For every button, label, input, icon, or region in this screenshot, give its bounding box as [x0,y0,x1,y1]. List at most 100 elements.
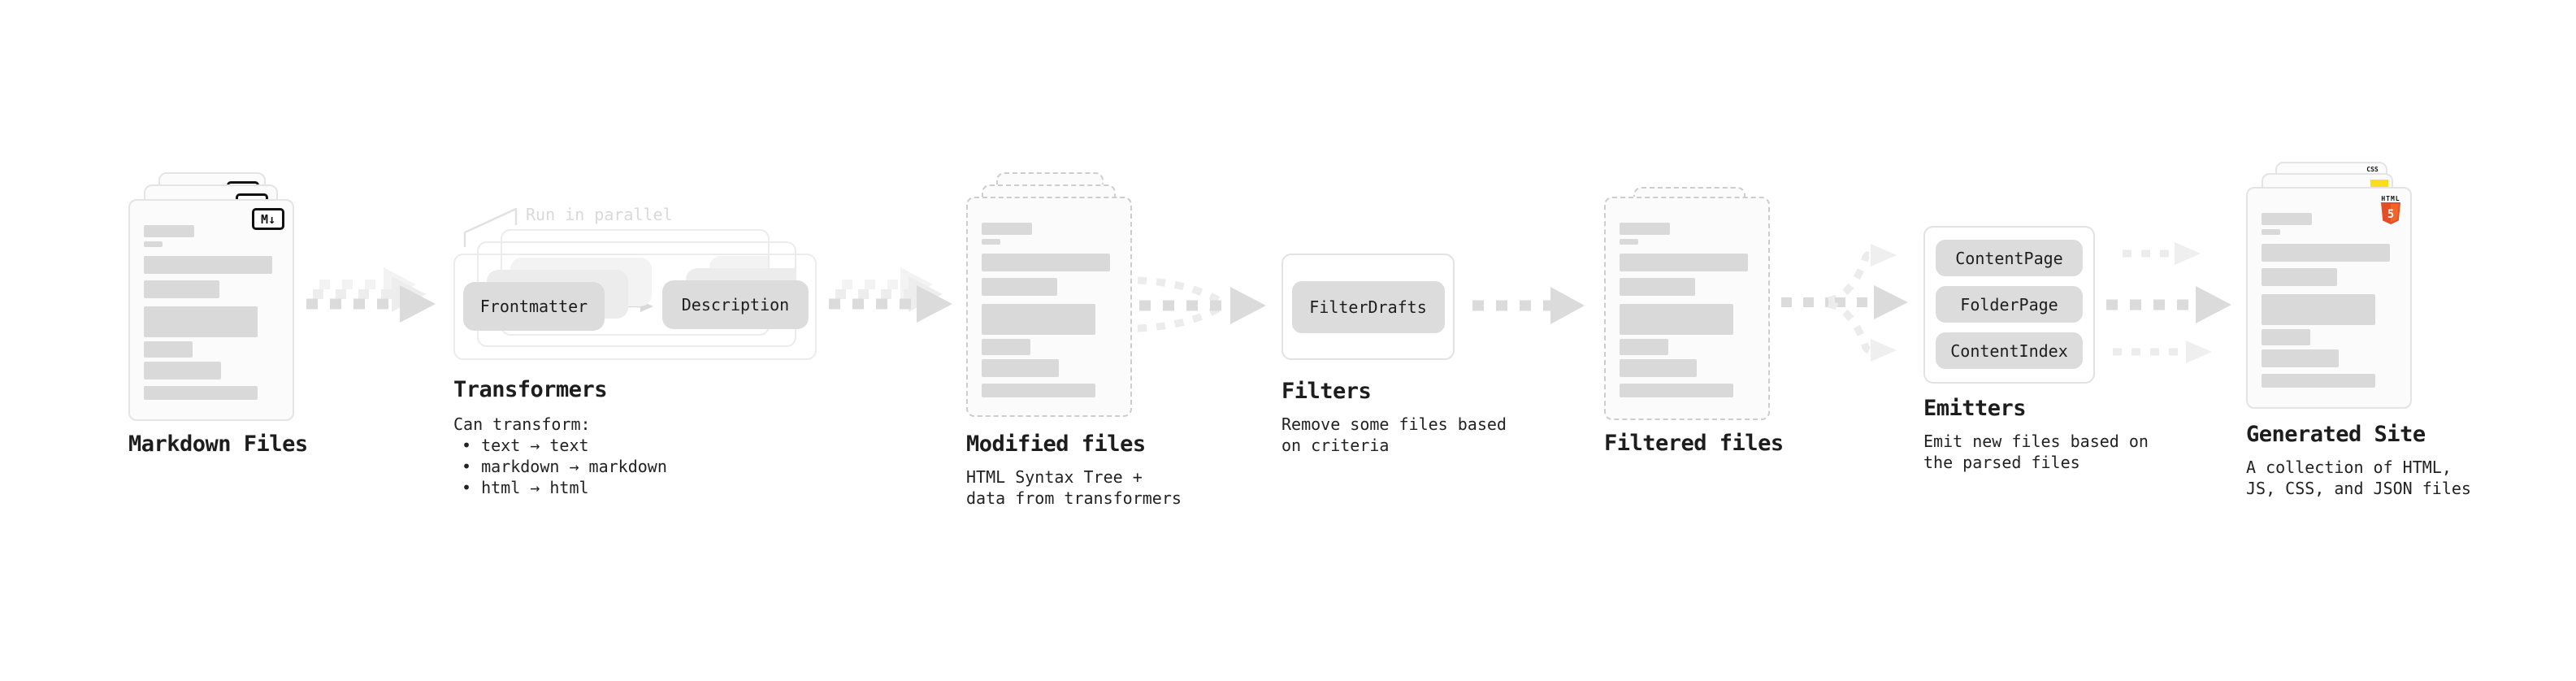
text-line-placeholder [1620,359,1697,377]
transformer-box: Frontmatter Description [453,254,817,360]
markdown-file-stack: M↓ M↓ M↓ [128,172,324,421]
text-line-placeholder [2262,268,2337,286]
modified-files-desc-line: data from transformers [966,488,1182,508]
html-file-card: HTML 5 [2246,187,2412,409]
transformers-description: Can transform: • text → text • markdown … [453,414,817,498]
filters-description: Remove some files based on criteria [1281,414,1507,456]
emitters-node: ContentPage FolderPage ContentIndex Emit… [1923,226,2149,473]
run-in-parallel-annotation: Run in parallel [526,205,673,224]
text-line-placeholder [982,239,1000,245]
transformers-node: Frontmatter Description Run in parallel … [453,205,817,498]
document-text-placeholder [144,201,276,419]
markdown-files-node: M↓ M↓ M↓ Markdown Files [128,172,324,457]
generated-site-description: A collection of HTML, JS, CSS, and JSON … [2246,457,2471,499]
filters-title: Filters [1281,379,1372,404]
transformers-bullet: • markdown → markdown [462,457,667,476]
emitters-desc-line: the parsed files [1923,453,2080,472]
run-in-parallel-leader-line [463,207,518,247]
css-icon-label: CSS [2366,166,2379,173]
text-line-placeholder [982,223,1032,235]
description-pill: Description [662,280,809,329]
text-line-placeholder [982,304,1096,335]
filtered-files-title: Filtered files [1604,431,1784,456]
text-line-placeholder [1620,304,1734,335]
text-line-placeholder [144,241,163,247]
text-line-placeholder [1620,339,1669,355]
text-line-placeholder [1620,278,1695,296]
filters-desc-line: on criteria [1281,436,1390,455]
js-icon [2370,180,2388,188]
arrow-transformers-to-modified [829,267,952,323]
document-text-placeholder [982,198,1114,415]
text-line-placeholder [144,306,258,337]
contentpage-pill: ContentPage [1936,240,2083,276]
text-line-placeholder [144,256,273,274]
generated-site-title: Generated Site [2246,422,2426,447]
text-line-placeholder [144,341,193,358]
modified-file-stack [966,172,1162,417]
html5-icon-label: HTML [2381,195,2400,202]
html5-icon: HTML 5 [2381,195,2400,228]
arrow-filtered-to-emitters [1781,244,1908,362]
arrow-modified-to-filters [1137,276,1266,332]
document-text-placeholder [2262,189,2394,407]
text-line-placeholder [1620,254,1749,271]
text-line-placeholder [982,339,1031,355]
filtered-files-node: Filtered files [1604,187,1800,456]
markdown-file-card: M↓ [128,199,294,421]
emitters-title: Emitters [1923,396,2027,421]
arrow-markdown-to-transformers [306,267,436,323]
text-line-placeholder [1620,239,1638,245]
contentindex-pill: ContentIndex [1936,332,2083,369]
modified-files-title: Modified files [966,432,1146,457]
svg-text:5: 5 [2387,208,2394,221]
emitters-description: Emit new files based on the parsed files [1923,431,2149,473]
text-line-placeholder [982,254,1111,271]
generated-file-stack: CSS HTML 5 [2246,162,2442,409]
transformer-stack: Frontmatter Description Run in parallel [453,205,817,360]
text-line-placeholder [982,384,1096,397]
generated-site-desc-line: JS, CSS, and JSON files [2246,479,2471,498]
text-line-placeholder [1620,384,1734,397]
folderpage-pill: FolderPage [1936,286,2083,323]
text-line-placeholder [2262,213,2312,225]
html5-shield: 5 [2381,202,2400,224]
filters-node: FilterDrafts Filters Remove some files b… [1281,254,1507,456]
text-line-placeholder [144,280,219,298]
filters-box: FilterDrafts [1281,254,1455,360]
text-line-placeholder [144,362,221,380]
filtered-file-card [1604,197,1770,420]
text-line-placeholder [2262,329,2311,345]
text-line-placeholder [982,278,1057,296]
generated-site-node: CSS HTML 5 Generated Site [2246,162,2471,499]
filters-desc-line: Remove some files based [1281,414,1507,434]
emitters-desc-line: Emit new files based on [1923,432,2149,451]
text-line-placeholder [2262,374,2376,388]
emitters-box: ContentPage FolderPage ContentIndex [1923,226,2095,384]
text-line-placeholder [2262,229,2280,235]
transformers-bullet: • text → text [462,436,589,455]
modified-file-card [966,197,1132,417]
text-line-placeholder [144,386,258,400]
frontmatter-pill: Frontmatter [463,282,605,331]
generated-site-desc-line: A collection of HTML, [2246,458,2452,477]
text-line-placeholder [982,359,1059,377]
text-line-placeholder [1620,223,1670,235]
modified-files-node: Modified files HTML Syntax Tree + data f… [966,172,1182,509]
text-line-placeholder [2262,244,2391,262]
text-line-placeholder [2262,349,2339,367]
text-line-placeholder [2262,294,2376,325]
transformers-desc-line: Can transform: [453,414,591,434]
modified-files-description: HTML Syntax Tree + data from transformer… [966,466,1182,509]
markdown-icon: M↓ [252,208,284,230]
filterdrafts-pill: FilterDrafts [1291,280,1445,333]
text-line-placeholder [144,225,194,237]
transformers-bullet: • html → html [462,478,589,497]
modified-files-desc-line: HTML Syntax Tree + [966,467,1143,487]
markdown-files-title: Markdown Files [128,432,308,457]
arrow-emitters-to-generated [2106,242,2231,363]
arrow-filters-to-filtered [1472,287,1585,324]
transformers-title: Transformers [453,377,608,402]
document-text-placeholder [1620,198,1752,419]
